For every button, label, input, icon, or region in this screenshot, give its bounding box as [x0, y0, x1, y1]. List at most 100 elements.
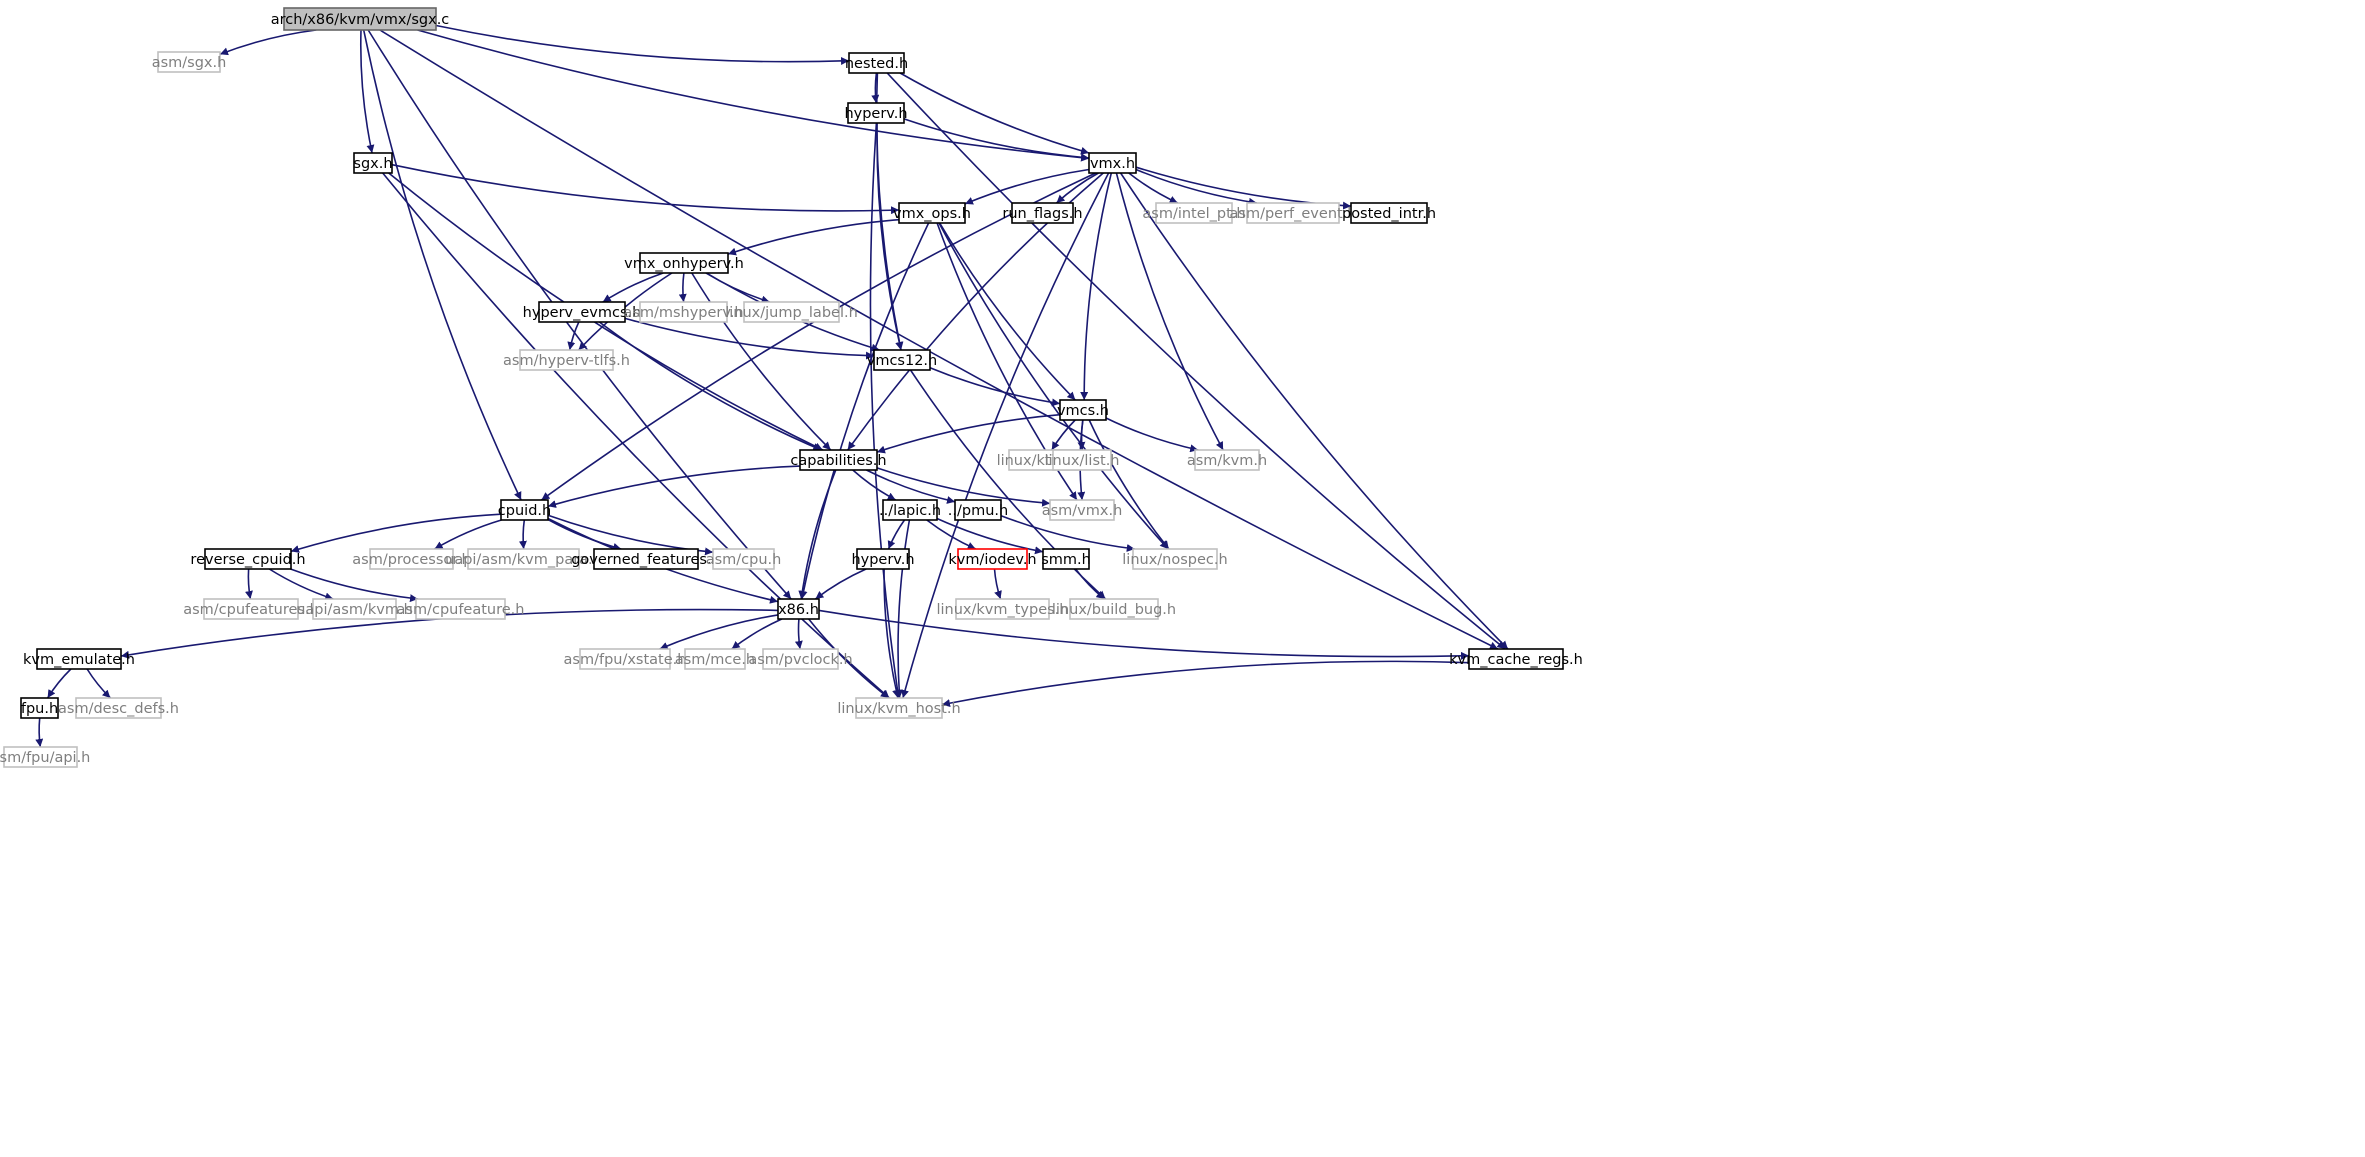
node-nested[interactable]: nested.h: [845, 52, 908, 74]
edge-vmx_h-to-asm_kvm: [1115, 172, 1224, 451]
dependency-edges: [35, 24, 1509, 748]
edge-vmcs-to-linux_nospec: [1088, 419, 1170, 550]
node-label: hyperv.h: [844, 106, 907, 122]
node-box: [712, 548, 775, 570]
node-box: [1155, 202, 1233, 224]
node-asm-pvclock: asm/pvclock.h: [748, 648, 853, 670]
edge-reverse_cpuid-to-uapi_asm_kvm: [268, 568, 334, 601]
node-reverse-cpuid[interactable]: reverse_cpuid.h: [190, 548, 306, 570]
node-posted-intr[interactable]: posted_intr.h: [1342, 202, 1436, 224]
edge-lapic-to-hyperv2: [887, 519, 906, 550]
edge-reverse_cpuid-to-asm_cpufeatures: [245, 568, 253, 600]
node-box: [955, 598, 1050, 620]
edge-hyperv-to-vmcs12: [876, 122, 904, 351]
node-label: asm/fpu/xstate.h: [564, 652, 687, 668]
node-vmx-ops[interactable]: vmx_ops.h: [893, 202, 971, 224]
node-label: posted_intr.h: [1342, 206, 1436, 222]
node-uapi-asm-kvm: uapi/asm/kvm.h: [296, 598, 413, 620]
node-box: [500, 499, 549, 521]
edge-x86-to-linux_kvm_host: [808, 618, 890, 699]
node-pmu[interactable]: ../pmu.h: [948, 499, 1008, 521]
node-kvm-emulate[interactable]: kvm_emulate.h: [23, 648, 135, 670]
node-vmcs12[interactable]: vmcs12.h: [867, 349, 937, 371]
node-label: asm/desc_defs.h: [58, 701, 179, 717]
node-label: asm/pvclock.h: [748, 652, 852, 668]
node-label: arch/x86/kvm/vmx/sgx.c: [271, 12, 450, 28]
node-box: [369, 548, 454, 570]
node-box: [1069, 598, 1159, 620]
node-asm-cpu: asm/cpu.h: [706, 548, 781, 570]
node-box: [639, 252, 729, 274]
node-asm-mce: asm/mce.h: [675, 648, 755, 670]
edge-lapic-to-smm: [936, 517, 1044, 555]
edge-root-to-asm_sgx: [219, 29, 317, 56]
node-box: [639, 301, 728, 323]
edge-hyperv2-to-linux_kvm_host: [883, 568, 901, 699]
node-label: asm/fpu/api.h: [0, 750, 90, 766]
node-box: [1246, 202, 1340, 224]
node-label: asm/vmx.h: [1042, 503, 1123, 519]
node-label: asm/cpufeature.h: [397, 602, 525, 618]
node-run-flags[interactable]: run_flags.h: [1002, 202, 1083, 224]
node-label: asm/mce.h: [675, 652, 755, 668]
edge-hyperv-to-linux_kvm_host: [869, 122, 902, 699]
edge-sgx_h-to-linux_kvm_host: [382, 172, 890, 699]
edge-vmx_h-to-linux_kvm_host: [901, 172, 1110, 699]
node-label: linux/kvm_host.h: [837, 701, 960, 717]
node-box: [1011, 202, 1074, 224]
node-asm-vmx: asm/vmx.h: [1042, 499, 1123, 521]
node-label: asm/mshyperv.h: [623, 305, 743, 321]
node-label: asm/sgx.h: [152, 55, 227, 71]
node-box: [684, 648, 746, 670]
node-hyperv2[interactable]: hyperv.h: [851, 548, 915, 570]
edge-capabilities-to-pmu: [866, 469, 956, 504]
node-vmcs[interactable]: vmcs.h: [1057, 399, 1109, 421]
node-label: ../pmu.h: [948, 503, 1008, 519]
node-linux-kvm-types: linux/kvm_types.h: [936, 598, 1069, 620]
edge-cpuid-to-asm_cpu: [547, 514, 714, 556]
node-asm-cpufeatures: asm/cpufeatures.h: [183, 598, 319, 620]
node-label: linux/nospec.h: [1122, 552, 1227, 568]
node-lapic[interactable]: ../lapic.h: [879, 499, 941, 521]
node-label: linux/list.h: [1045, 453, 1120, 469]
node-hyperv[interactable]: hyperv.h: [844, 102, 908, 124]
node-box: [954, 499, 1002, 521]
node-fpu[interactable]: fpu.h: [20, 697, 59, 719]
node-cpuid[interactable]: cpuid.h: [498, 499, 551, 521]
edge-vmx_ops-to-linux_nospec: [938, 222, 1169, 550]
node-label: asm/processor.h: [352, 552, 470, 568]
node-capabilities[interactable]: capabilities.h: [790, 449, 887, 471]
node-box: [20, 697, 59, 719]
node-smm[interactable]: smm.h: [1041, 548, 1091, 570]
node-label: asm/hyperv-tlfs.h: [503, 353, 630, 369]
edge-cpuid-to-reverse_cpuid: [290, 513, 502, 553]
edge-nested-to-kvm_cache_regs: [886, 72, 1506, 650]
edge-hyperv_evmcs-to-capabilities: [598, 321, 822, 451]
node-label: linux/build_bug.h: [1052, 602, 1176, 618]
node-kvm-iodev[interactable]: kvm/iodev.h: [948, 548, 1037, 570]
node-label: vmx_ops.h: [893, 206, 971, 222]
edge-root-to-x86: [367, 29, 792, 600]
node-vmx-h[interactable]: vmx.h: [1088, 152, 1137, 174]
edge-nested-to-vmx_h: [899, 72, 1090, 155]
node-box: [743, 301, 840, 323]
edge-vmcs-to-asm_kvm: [1105, 417, 1199, 453]
edge-vmx_ops-to-vmx_onhyperv: [727, 218, 900, 256]
edge-fpu-to-asm_fpu_api: [35, 717, 44, 748]
node-label: uapi/asm/kvm_para.h: [445, 552, 602, 568]
edge-vmx_ops-to-vmcs: [939, 222, 1076, 401]
node-sgx-h[interactable]: sgx.h: [353, 152, 393, 174]
node-box: [1049, 499, 1115, 521]
node-hyperv-evmcs[interactable]: hyperv_evmcs.h: [523, 301, 642, 323]
node-vmx-onhyperv[interactable]: vmx_onhyperv.h: [624, 252, 744, 274]
edge-lapic-to-kvm_iodev: [926, 519, 977, 550]
node-box: [1042, 548, 1090, 570]
node-x86[interactable]: x86.h: [777, 598, 820, 620]
node-label: kvm_cache_regs.h: [1449, 652, 1583, 668]
node-root: arch/x86/kvm/vmx/sgx.c: [271, 7, 450, 31]
node-box: [1052, 449, 1112, 471]
edge-vmx_ops-to-x86: [799, 222, 930, 600]
node-label: ../lapic.h: [879, 503, 941, 519]
node-governed[interactable]: governed_features.h: [571, 548, 721, 570]
node-kvm-cache-regs[interactable]: kvm_cache_regs.h: [1449, 648, 1583, 670]
